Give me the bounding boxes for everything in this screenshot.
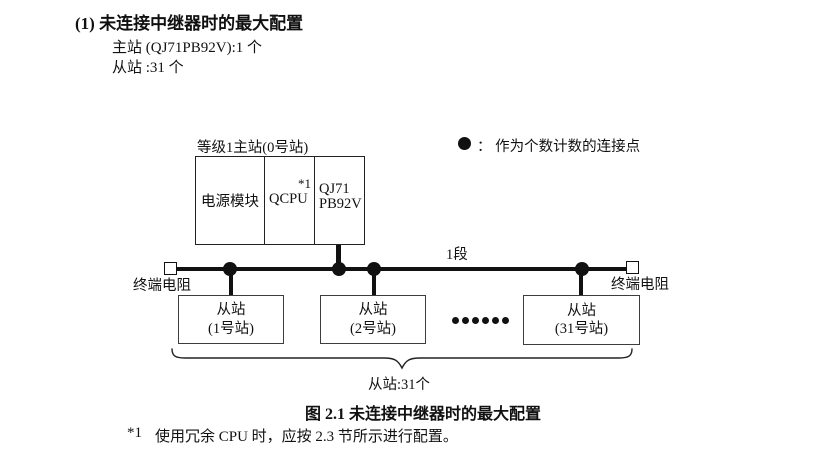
section-heading: (1) 未连接中继器时的最大配置 bbox=[75, 14, 304, 33]
ellipsis-dots-icon bbox=[452, 317, 509, 324]
bus-line bbox=[177, 267, 632, 271]
segment-label: 1段 bbox=[446, 247, 468, 263]
slave3-station-no: (31号站) bbox=[554, 321, 609, 337]
slave-box-3: 从站 (31号站) bbox=[523, 295, 640, 345]
connection-dot bbox=[367, 262, 381, 276]
master-station-box: 电源模块 *1 QCPU QJ71 PB92V bbox=[195, 156, 365, 245]
slave3-drop-line bbox=[579, 270, 583, 296]
slave2-drop-line bbox=[372, 270, 376, 296]
slave2-station-no: (2号站) bbox=[350, 320, 396, 337]
connection-dot bbox=[332, 262, 346, 276]
slave1-title: 从站 bbox=[216, 302, 246, 319]
terminator-right-icon bbox=[626, 261, 639, 274]
slave1-station-no: (1号站) bbox=[208, 320, 254, 337]
legend-text: ： 作为个数计数的连接点 bbox=[477, 139, 641, 155]
qj71pb92v-cell: QJ71 PB92V bbox=[315, 157, 364, 244]
footnote-marker: *1 bbox=[127, 425, 142, 441]
terminator-left-label: 终端电阻 bbox=[133, 278, 191, 294]
qcpu-footnote-marker: *1 bbox=[298, 176, 311, 191]
terminator-left-icon bbox=[164, 262, 177, 275]
power-module-cell: 电源模块 bbox=[196, 157, 265, 244]
legend-dot-icon bbox=[458, 137, 471, 150]
master-station-label: 等级1主站(0号站) bbox=[197, 140, 309, 156]
slave-box-2: 从站 (2号站) bbox=[320, 295, 426, 344]
master-spec-line: 主站 (QJ71PB92V):1 个 bbox=[112, 40, 263, 56]
brace bbox=[171, 348, 633, 370]
qj71-line: QJ71 bbox=[319, 181, 350, 197]
connection-dot bbox=[575, 262, 589, 276]
slave3-title: 从站 bbox=[567, 302, 596, 319]
slave2-title: 从站 bbox=[358, 302, 388, 319]
slave-spec-line: 从站 :31 个 bbox=[112, 60, 184, 76]
qcpu-label: QCPU bbox=[269, 191, 308, 207]
brace-label: 从站:31个 bbox=[367, 377, 431, 393]
master-drop-line bbox=[336, 245, 341, 269]
footnote: *1 使用冗余 CPU 时，应按 2.3 节所示进行配置。 bbox=[127, 425, 458, 446]
qcpu-cell: *1 QCPU bbox=[265, 157, 315, 244]
figure-caption: 图 2.1 未连接中继器时的最大配置 bbox=[305, 406, 542, 423]
terminator-right-label: 终端电阻 bbox=[611, 277, 669, 293]
connection-dot bbox=[223, 262, 237, 276]
pb92v-line: PB92V bbox=[319, 196, 362, 212]
footnote-text: 使用冗余 CPU 时，应按 2.3 节所示进行配置。 bbox=[155, 429, 458, 445]
slave1-drop-line bbox=[229, 270, 233, 296]
slave-box-1: 从站 (1号站) bbox=[178, 295, 284, 344]
